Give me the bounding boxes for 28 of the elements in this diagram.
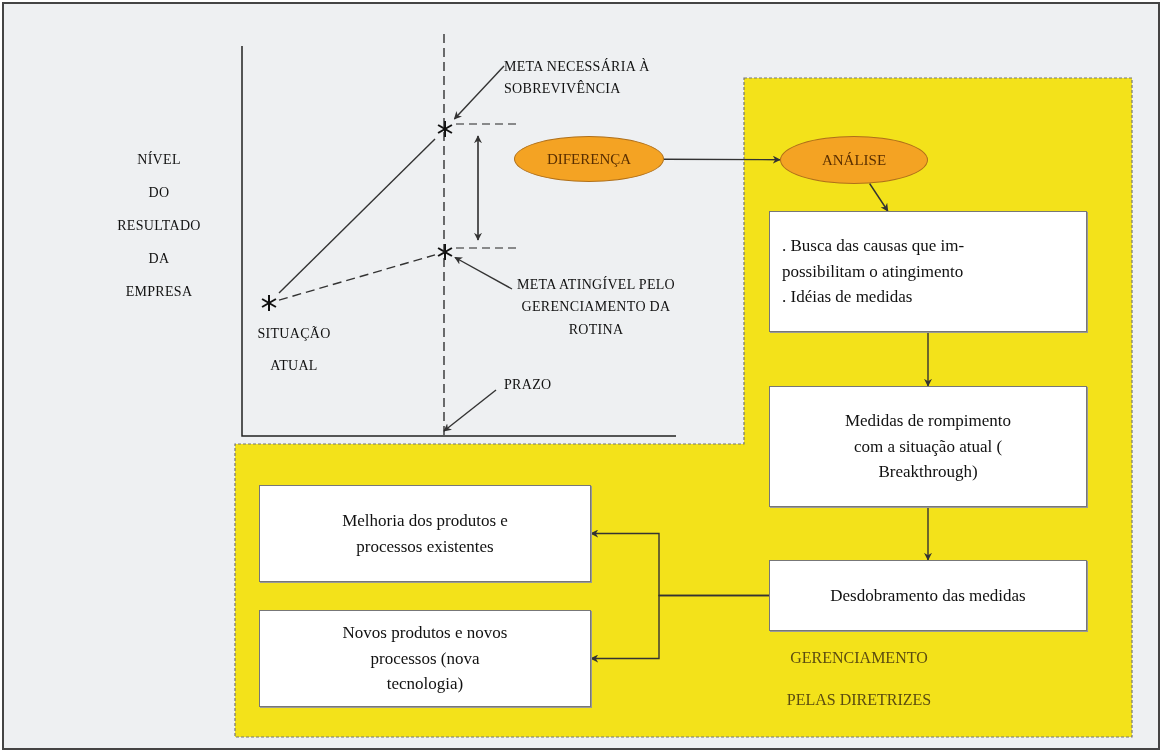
axis-label: NÍVEL DO RESULTADO DA EMPRESA [116,150,202,301]
arrow [663,155,781,164]
highlight-area [234,77,1134,739]
process-box: Novos produtos e novos processos (nova tecnologia) [259,610,591,707]
leader-line [453,65,505,120]
process-ellipse: DIFERENÇA [514,136,664,182]
callout-text: PRAZO [504,374,574,396]
leader-line [454,256,513,290]
process-box: Medidas de rompimento com a situação atual ( Breakthrough) [769,386,1087,507]
callout-text: META NECESSÁRIA À SOBREVIVÊNCIA [504,56,654,106]
asterisk-marker [259,293,279,313]
process-box: Desdobramento das medidas [769,560,1087,631]
asterisk-marker [435,242,455,262]
leader-line [443,389,497,432]
arrow [590,594,770,663]
arrow [924,331,932,387]
area-title: GERENCIAMENTO PELAS DIRETRIZES [785,648,933,710]
process-box [769,211,1087,332]
arrow [924,506,932,561]
trend-line [278,254,436,301]
asterisk-marker [435,119,455,139]
point-label: SITUAÇÃO ATUAL [256,325,332,376]
bullet-text: . Idéias de medidas [782,286,913,309]
trend-line [278,138,436,294]
bullet-text: . Busca das causas que im- possibilitam o atingimento [782,235,966,283]
callout-text: META ATINGÍVEL PELO GERENCIAMENTO DA ROTINA [506,274,686,348]
process-box: Melhoria dos produtos e processos existentes [259,485,591,582]
arrow [868,182,889,212]
